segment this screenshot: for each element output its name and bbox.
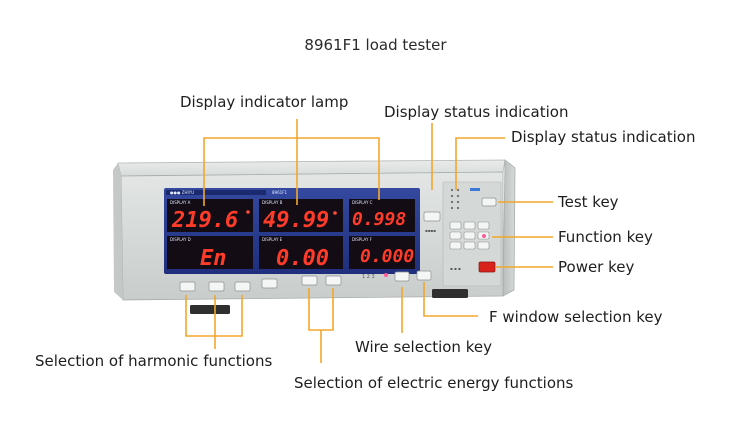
- function-key[interactable]: [449, 241, 462, 250]
- label-display-status-indication-2: Display status indication: [511, 128, 696, 146]
- display-panel: ●●● ZHIYU 8961F1 DISPLAY A DISPLAY B DIS…: [164, 188, 420, 274]
- f-window-selection-key[interactable]: [416, 270, 432, 281]
- control-panel: ▪ ▪ ▪: [442, 181, 502, 287]
- leader-f-window-selection-key: [423, 282, 478, 317]
- label-wire-selection-key: Wire selection key: [355, 338, 492, 356]
- function-key[interactable]: [463, 221, 476, 230]
- display-c-value: 0.998: [352, 209, 406, 230]
- display-f-label: DISPLAY F: [352, 237, 373, 242]
- function-key[interactable]: [449, 231, 462, 240]
- display-f-value: 0.000: [360, 246, 414, 267]
- display-b-value: 49.99: [263, 208, 329, 233]
- leader-harmonic-bracket: [185, 295, 243, 337]
- label-selection-of-harmonic-functions: Selection of harmonic functions: [35, 352, 273, 370]
- display-status-button[interactable]: [423, 211, 441, 222]
- label-f-window-selection-key: F window selection key: [489, 308, 663, 326]
- status-indicator-lamps: [450, 188, 460, 210]
- harmonic-key-2[interactable]: [208, 281, 225, 292]
- label-selection-of-electric-energy-functions: Selection of electric energy functions: [294, 374, 574, 392]
- status-button-column: ▪▪▪▪: [423, 211, 441, 233]
- wire-selection-key[interactable]: [394, 271, 410, 282]
- annotation-lines: [185, 119, 553, 363]
- device-foot-left: [190, 305, 230, 314]
- function-key[interactable]: [477, 241, 490, 250]
- indicator-lamp-a: [246, 210, 250, 214]
- display-c-label: DISPLAY C: [352, 200, 373, 205]
- diagram-title: 8961F1 load tester: [304, 36, 447, 54]
- function-key[interactable]: [463, 241, 476, 250]
- wire-indicator-lamp: [384, 273, 388, 277]
- function-indicator-lamp: [482, 234, 486, 238]
- function-key[interactable]: [477, 221, 490, 230]
- label-display-indicator-lamp: Display indicator lamp: [180, 93, 349, 111]
- display-e-label: DISPLAY E: [262, 237, 283, 242]
- display-d-label: DISPLAY D: [170, 237, 191, 242]
- model-text: 8961F1: [272, 190, 287, 195]
- display-e-value: 0.00: [276, 246, 329, 271]
- display-a-label: DISPLAY A: [170, 200, 191, 205]
- brand-text: ●●● ZHIYU: [170, 190, 194, 195]
- svg-text:▪ ▪ ▪: ▪ ▪ ▪: [450, 266, 461, 271]
- label-function-key: Function key: [558, 228, 653, 246]
- function-key-grid: [449, 221, 490, 250]
- label-display-status-indication-1: Display status indication: [384, 103, 569, 121]
- svg-text:▪▪▪▪: ▪▪▪▪: [425, 228, 436, 233]
- power-key[interactable]: [478, 261, 496, 273]
- leader-display-status-2: [455, 137, 505, 190]
- test-key[interactable]: [481, 197, 497, 207]
- display-b-label: DISPLAY B: [262, 200, 283, 205]
- function-key[interactable]: [449, 221, 462, 230]
- function-key[interactable]: [463, 231, 476, 240]
- wire-numbers: 1 2 3: [362, 274, 375, 280]
- energy-key-2[interactable]: [325, 275, 342, 286]
- device-foot-right: [432, 289, 468, 298]
- display-d-value: En: [200, 246, 227, 271]
- bottom-key-row: 1 2 3: [179, 270, 432, 292]
- label-power-key: Power key: [558, 258, 635, 276]
- energy-key-1[interactable]: [301, 275, 318, 286]
- indicator-lamp-b: [333, 211, 337, 215]
- label-test-key: Test key: [558, 193, 619, 211]
- harmonic-key-3[interactable]: [234, 281, 251, 292]
- harmonic-key-1[interactable]: [179, 281, 196, 292]
- extra-key[interactable]: [261, 278, 278, 289]
- leader-display-indicator-lamp: [203, 137, 380, 206]
- display-a-value: 219.6: [171, 208, 238, 233]
